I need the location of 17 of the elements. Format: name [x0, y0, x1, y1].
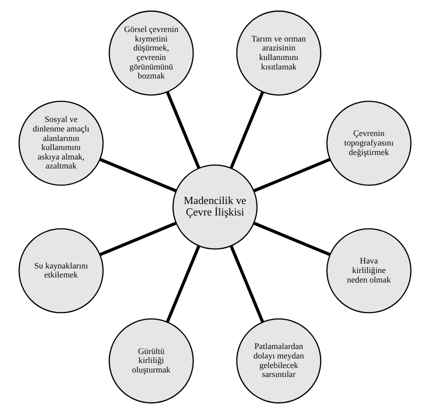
connector [252, 222, 330, 256]
connector [165, 245, 200, 323]
node-circle: Patlamalardan dolayı meydan gelebilecek sarsıntılar [236, 318, 321, 404]
connector [98, 222, 176, 256]
node-circle: Hava kirliliğine neden olmak [326, 228, 411, 314]
node-circle: Su kaynaklarını etkilemek [18, 228, 104, 314]
node-circle: Görsel çevrenin kıymetini düşürmek, çevrenin görünümünü bozmak [108, 10, 194, 96]
connector [252, 158, 330, 192]
node-circle: Madencilik ve Çevre İlişkisi [172, 164, 258, 250]
connector [229, 245, 264, 323]
node-circle: Tarım ve orman arazisinin kullanımını kısıtlamak [236, 10, 321, 96]
connector [98, 158, 176, 192]
node-circle: Çevrenin topografyasını değiştirmek [326, 100, 411, 186]
node-circle: Gürültü kirliliği oluşturmak [108, 318, 194, 404]
connector [229, 91, 264, 169]
connector [165, 91, 200, 169]
node-circle: Sosyal ve dinlenme amaçlı alanlarının kullanımını askıya almak, azaltmak [18, 100, 104, 186]
